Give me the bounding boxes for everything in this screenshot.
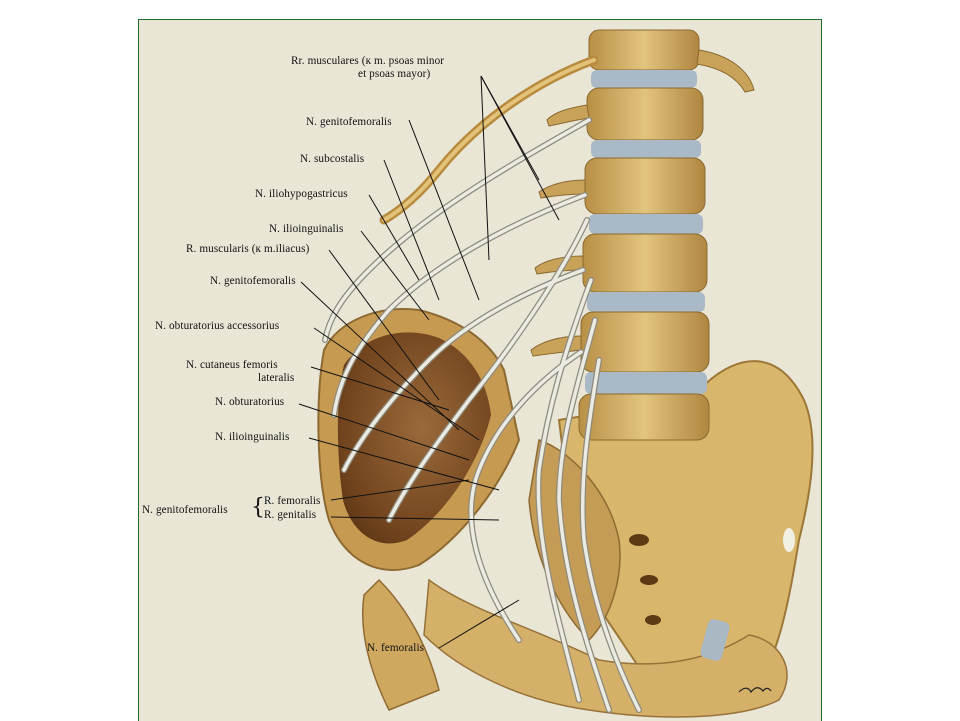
anatomy-illustration (298, 29, 814, 718)
label-brace: { (251, 495, 265, 520)
lumbar-spine (530, 29, 755, 441)
ilium-bone (317, 308, 521, 571)
leader-lines (298, 75, 560, 649)
label-r-genitalis: R. genitalis (264, 509, 317, 521)
label-rr-musculares: Rr. musculares (к m. psoas minor (291, 55, 445, 67)
label-n-ilioinguinalis-low: N. ilioinguinalis (215, 431, 290, 443)
label-n-iliohypogastricus: N. iliohypogastricus (255, 188, 348, 200)
label-n-obturatorius-accessorius: N. obturatorius accessorius (155, 320, 280, 332)
illustration-frame (138, 19, 822, 721)
label-n-cutaneus-lateralis: lateralis (258, 372, 295, 384)
label-n-ilioinguinalis-top: N. ilioinguinalis (269, 223, 344, 235)
label-n-obturatorius: N. obturatorius (215, 396, 285, 408)
label-r-muscularis: R. muscularis (к m.iliacus) (186, 243, 310, 255)
label-n-genitofemoralis-branch: N. genitofemoralis (142, 504, 228, 516)
label-rr-musculares-cont: et psoas mayor) (358, 68, 431, 80)
artist-signature (738, 687, 772, 694)
label-n-genitofemoralis-top: N. genitofemoralis (306, 116, 392, 128)
lumbar-plexus-nerves (322, 117, 642, 713)
label-n-genitofemoralis-mid: N. genitofemoralis (210, 275, 296, 287)
label-r-femoralis: R. femoralis (264, 495, 321, 507)
label-n-femoralis: N. femoralis (367, 642, 425, 654)
label-n-subcostalis: N. subcostalis (300, 153, 365, 165)
label-n-cutaneus: N. cutaneus femoris (186, 359, 278, 371)
sacrum-and-pelvis (361, 360, 814, 718)
